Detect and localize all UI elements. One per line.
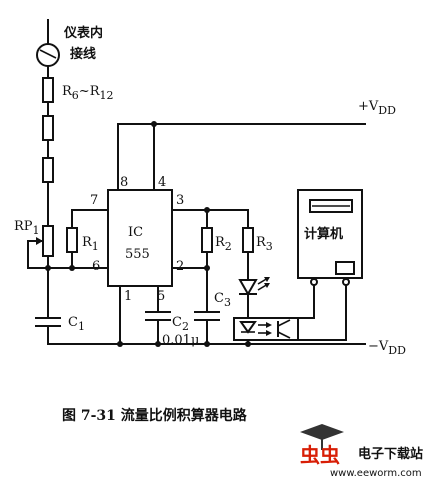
pin-3-label: 3 [176,193,184,208]
resistor-r2 [201,209,213,307]
vdd-minus-label: −VDD [368,339,406,357]
junction-dot [117,341,123,347]
watermark-url: www.eeworm.com [330,468,422,479]
resistor-chain [42,77,54,227]
junction-dot [155,341,161,347]
junction-dot [151,121,157,127]
watermark-logo: 虫虫 [300,443,340,467]
ic-label: IC [128,225,143,240]
junction-dot [245,341,251,347]
pin-7-label: 7 [90,193,98,208]
meter-wiring-label-2: 接线 [70,46,96,62]
c3-label: C3 [214,291,231,309]
resistor-r1 [66,209,109,269]
computer-box [297,189,363,279]
pin-8-label: 8 [120,175,128,190]
vdd-plus-label: +VDD [358,99,396,117]
computer-label: 计算机 [304,226,343,242]
capacitor-c2 [145,285,171,345]
capacitor-c1 [35,317,61,345]
rp1-label: RP1 [14,219,40,237]
meter-contact-symbol [36,19,60,79]
resistor-r3 [242,209,254,281]
pin-6-label: 6 [92,259,100,274]
r1-label: R1 [82,235,99,253]
pin-1-label: 1 [124,289,132,304]
resistor-chain-label: R6~R12 [62,84,113,102]
pin-5-label: 5 [157,289,165,304]
ic-555-box [107,189,173,287]
potentiometer-rp1 [27,225,54,319]
led-indicator [238,277,270,319]
figure-caption: 图 7-31 流量比例积算器电路 [62,407,248,424]
c2-label: C2 [172,315,189,333]
r2-label: R2 [215,235,232,253]
junction-dot [69,265,75,271]
ic-model-label: 555 [125,247,150,262]
pin-4-label: 4 [158,175,166,190]
site-watermark: 虫虫 电子下载站 www.eeworm.com [300,424,423,479]
pin-2-label: 2 [176,259,184,274]
junction-dot [204,265,210,271]
meter-wiring-label-1: 仪表内 [63,25,103,41]
watermark-name: 电子下载站 [358,446,423,462]
optocoupler [233,317,299,345]
c1-label: C1 [68,315,85,333]
junction-dot [204,341,210,347]
c2-value: 0.01μ [162,333,199,348]
r3-label: R3 [256,235,273,253]
capacitor-c3 [194,305,220,345]
junction-dot [45,265,51,271]
